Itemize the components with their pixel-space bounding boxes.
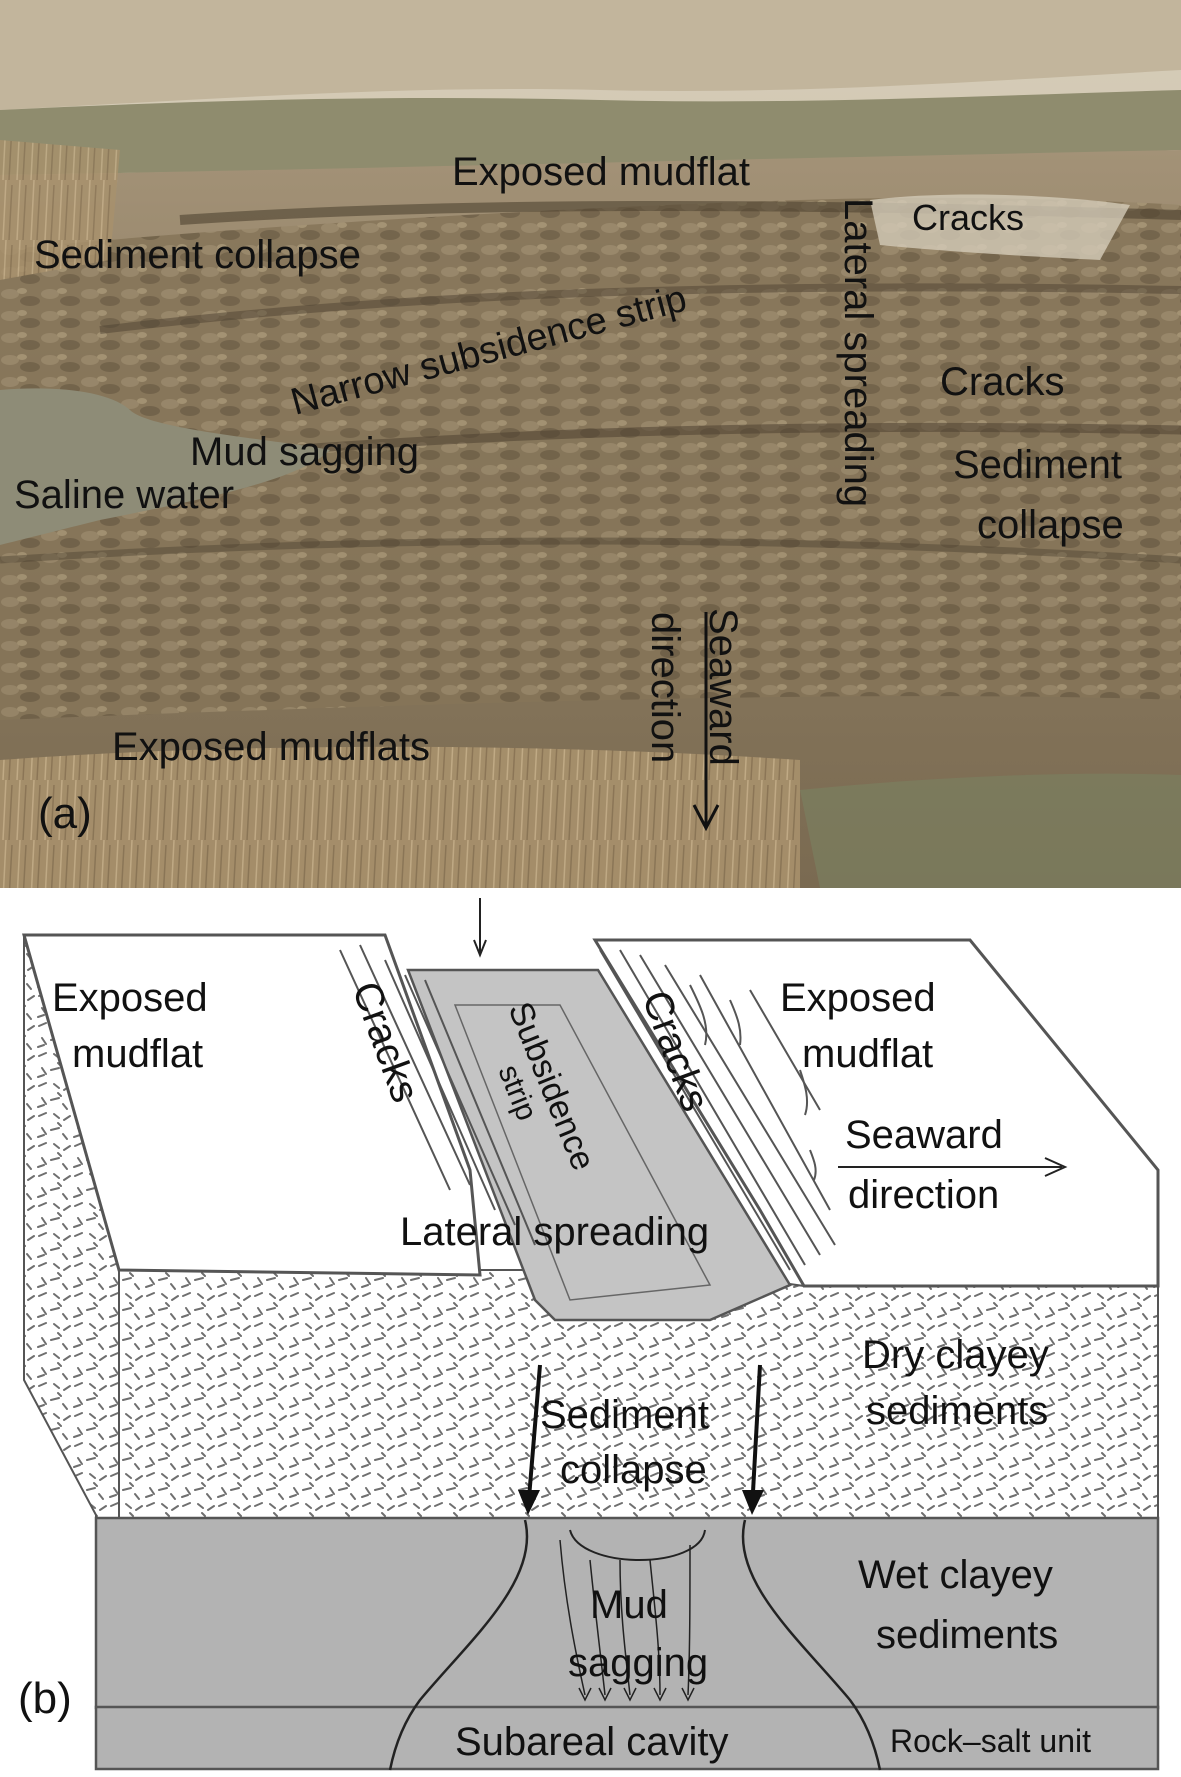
label-exposed-left-1: Exposed <box>52 976 208 1020</box>
subsidence-strip <box>406 968 792 1322</box>
label-direction: direction <box>848 1173 999 1217</box>
left-reeds <box>0 140 120 280</box>
label-sagging: sagging <box>568 1641 708 1685</box>
vegetation-band <box>0 90 1181 175</box>
rock-salt-unit <box>94 1705 1160 1771</box>
schematic-block-diagram: Exposed mudflat Cracks Subsidence strip … <box>18 898 1160 1771</box>
seaward-arrow-head <box>692 804 720 832</box>
label-exposed-left-2: mudflat <box>72 1032 203 1076</box>
crack-lines-left <box>339 944 536 1246</box>
sag-arrowheads <box>578 1687 695 1702</box>
crack-lines-right <box>599 949 836 1271</box>
label-seaward: Seaward <box>845 1113 1003 1157</box>
water-patch-right <box>800 773 1181 888</box>
label-exposed-right-1: Exposed <box>780 976 936 1020</box>
label-rock-salt-unit: Rock–salt unit <box>890 1723 1091 1759</box>
label-cracks-right: Cracks <box>940 360 1064 404</box>
label-saline-water: Saline water <box>14 473 234 517</box>
label-exposed-mudflats: Exposed mudflats <box>112 725 430 769</box>
tension-crack-marks <box>689 984 817 1181</box>
foreground-reeds <box>0 746 800 888</box>
panel-a-label: (a) <box>38 789 92 838</box>
collapse-arrowhead-left <box>518 1490 540 1515</box>
cavity-curve-left <box>388 1519 529 1771</box>
saline-water-pool <box>0 388 330 545</box>
label-subareal-cavity: Subareal cavity <box>455 1720 728 1764</box>
label-wet-clayey-2: sediments <box>876 1613 1058 1657</box>
label-direction: direction <box>643 612 687 763</box>
right-mudflat-surface <box>592 938 1160 1288</box>
collapse-arrow-right <box>750 1364 762 1511</box>
sag-flow-lines <box>559 1539 691 1696</box>
collapse-arrowhead-right <box>742 1490 764 1515</box>
scarp-2 <box>99 283 1181 334</box>
label-exposed-mudflat: Exposed mudflat <box>452 150 750 194</box>
label-sediment-collapse-left: Sediment collapse <box>34 233 361 277</box>
label-dry-clayey-1: Dry clayey <box>862 1333 1049 1377</box>
label-sediment-collapse-right-line1: Sediment <box>953 443 1122 487</box>
label-cracks-top: Cracks <box>912 197 1024 238</box>
panel-b-label: (b) <box>18 1674 72 1723</box>
loading-arrowhead <box>473 939 487 958</box>
sag-dome <box>569 1529 706 1561</box>
label-exposed-right-2: mudflat <box>802 1032 933 1076</box>
label-collapse: collapse <box>560 1448 707 1492</box>
label-dry-clayey-2: sediments <box>866 1389 1048 1433</box>
label-lateral-spreading: Lateral spreading <box>836 198 880 507</box>
label-sediment: Sediment <box>540 1393 709 1437</box>
left-mudflat-surface <box>22 933 482 1277</box>
label-mud: Mud <box>590 1583 668 1627</box>
cavity-curve-right <box>741 1519 882 1771</box>
label-mud-sagging: Mud sagging <box>190 430 419 474</box>
distant-hills <box>0 0 1181 110</box>
label-lateral-spreading: Lateral spreading <box>400 1210 709 1254</box>
seaward-arrowhead <box>1044 1157 1068 1177</box>
label-seaward: Seaward <box>701 608 745 766</box>
label-wet-clayey-1: Wet clayey <box>858 1553 1053 1597</box>
label-sediment-collapse-right-line2: collapse <box>977 503 1124 547</box>
collapsed-blocks <box>0 197 1181 720</box>
collapse-arrow-left <box>526 1364 542 1511</box>
scarp-4 <box>0 537 1181 564</box>
field-photo-panel: Exposed mudflat Cracks Sediment collapse… <box>0 0 1181 888</box>
salt-crust <box>870 194 1130 260</box>
trench-floor-line <box>453 1004 712 1301</box>
